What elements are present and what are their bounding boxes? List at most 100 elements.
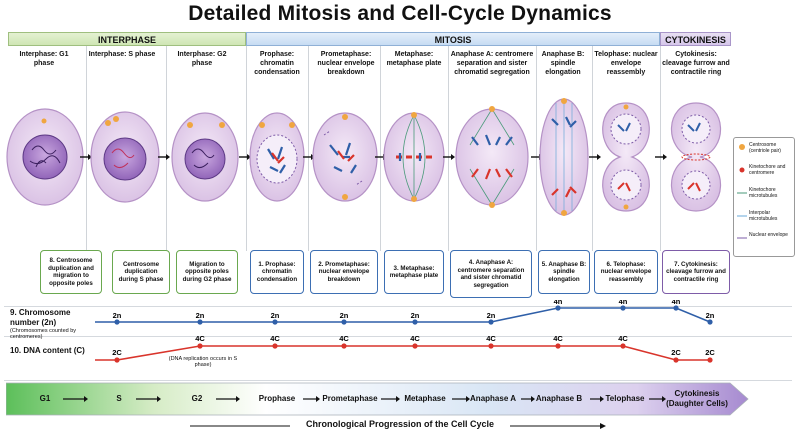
mitosis-band: MITOSIS [246, 32, 660, 46]
dna-note: (DNA replication occurs in S phase) [168, 356, 238, 368]
interphase-band: INTERPHASE [8, 32, 246, 46]
desc-anaphase-a: 4. Anaphase A: centromere separation and… [450, 250, 532, 298]
chromosome-value-label: 2n [196, 311, 205, 320]
desc-anaphase-b: 5. Anaphase B: spindle elongation [538, 250, 590, 294]
cell-prophase [249, 112, 305, 202]
dna-value-label: 2C [705, 348, 715, 357]
stage-title-s: Interphase: S phase [88, 51, 156, 58]
dna-point [412, 343, 418, 349]
dna-point [488, 343, 494, 349]
legend-kinetochore: Kinetochore and centromere [749, 164, 786, 176]
timeline-prometaphase: Prometaphase [322, 394, 378, 403]
chromosome-point [114, 319, 120, 325]
chromosome-value-label: 2n [271, 311, 280, 320]
desc-prophase: 1. Prophase: chromatin condensation [250, 250, 304, 294]
timeline-g2: G2 [191, 394, 203, 403]
chromosome-value-label: 2n [411, 311, 420, 320]
chromosome-value-label: 2n [113, 311, 122, 320]
legend-interpolar-microtubules: Interpolar microtubules [749, 210, 778, 222]
dna-point [197, 343, 203, 349]
stage-title-g2: Interphase: G2 phase [177, 51, 227, 67]
timeline-arrow [6, 382, 749, 416]
chromosome-point [620, 305, 626, 311]
dna-line [95, 345, 710, 361]
chromosome-point [555, 305, 561, 311]
chromosome-value-label: 2n [487, 311, 496, 320]
desc-metaphase: 3. Metaphase: metaphase plate [384, 250, 444, 294]
desc-prometaphase: 2. Prometaphase: nuclear envelope breakd… [310, 250, 378, 294]
chromosome-row-label: 9. Chromosome number (2n) [10, 308, 71, 327]
chromosome-point [272, 319, 278, 325]
desc-cytokinesis: 7. Cytokinesis: cleavage furrow and cont… [662, 250, 730, 294]
cell-g2 [171, 112, 239, 202]
dna-point [272, 343, 278, 349]
dna-value-label: 4C [410, 334, 420, 343]
dna-value-label: 4C [618, 334, 628, 343]
chromosome-point [197, 319, 203, 325]
chromosome-point [707, 319, 713, 325]
dna-value-label: 4C [339, 334, 349, 343]
timeline-anaphase-a: Anaphase A [470, 394, 516, 403]
chromosome-value-label: 2n [706, 311, 715, 320]
dna-point [620, 343, 626, 349]
progression-caption: Chronological Progression of the Cell Cy… [290, 419, 510, 429]
stage-title-anaphase-b: Anaphase B: spindle elongation [541, 51, 585, 76]
timeline-g1: G1 [39, 394, 51, 403]
stage-title-telophase: Telophase: nuclear envelope reassembly [594, 51, 658, 76]
dna-point [673, 357, 679, 363]
page-title: Detailed Mitosis and Cell-Cycle Dynamics [188, 2, 612, 25]
stage-title-metaphase: Metaphase: metaphase plate [386, 51, 442, 67]
stage-title-g1: Interphase: G1 phase [19, 51, 69, 67]
timeline-prophase: Prophase [258, 394, 296, 403]
desc-g1: 8. Centrosome duplication and migration … [40, 250, 102, 294]
dna-point [341, 343, 347, 349]
timeline-s: S [116, 394, 122, 403]
timeline-anaphase-b: Anaphase B [535, 394, 583, 403]
chromosome-value-label: 4n [672, 300, 681, 306]
dna-value-label: 2C [671, 348, 681, 357]
dna-value-label: 4C [270, 334, 280, 343]
dna-point [555, 343, 561, 349]
dna-point [114, 357, 120, 363]
desc-telophase: 6. Telophase: nuclear envelope reassembl… [594, 250, 658, 294]
chromosome-point [341, 319, 347, 325]
chromosome-value-label: 2n [340, 311, 349, 320]
cell-anaphase-b [539, 98, 589, 216]
dna-value-label: 4C [486, 334, 496, 343]
chromosome-value-label: 4n [554, 300, 563, 306]
legend-kinetochore-microtubules: Kinetochore microtubules [749, 187, 778, 199]
stage-title-anaphase-a: Anaphase A: centromere separation and si… [450, 51, 534, 76]
dna-point [707, 357, 713, 363]
dna-row-label: 10. DNA content (C) [10, 346, 85, 355]
cell-g1 [6, 108, 84, 206]
chromosome-point [673, 305, 679, 311]
cell-metaphase [383, 112, 445, 202]
cell-anaphase-a [455, 106, 529, 208]
chromosome-line [95, 307, 711, 323]
legend-centrosome: Centrosome (centriole pair) [749, 142, 781, 154]
chromosome-point [412, 319, 418, 325]
stage-title-cytokinesis: Cytokinesis: cleavage furrow and contrac… [662, 51, 730, 76]
dna-value-label: 4C [553, 334, 563, 343]
cell-telophase [602, 102, 650, 212]
chromosome-row-sub: (Chromosomes counted by centromeres) [10, 328, 77, 340]
stage-title-prometaphase: Prometaphase: nuclear envelope breakdown [317, 51, 375, 76]
cytokinesis-band: CYTOKINESIS [660, 32, 731, 46]
legend-nuclear-envelope: Nuclear envelope [749, 232, 788, 238]
timeline-metaphase: Metaphase [404, 394, 446, 403]
level-graphs: 2n 2n 2n 2n 2n 2n 4n 4n 4n 2n 2C 4C 4C 4C 4C 4C 4C 4C 2C 2C [95, 300, 715, 363]
cell-prometaphase [312, 112, 378, 202]
dna-value-label: 2C [112, 348, 122, 357]
cell-s [90, 111, 160, 203]
timeline-cytokinesis: Cytokinesis (Daughter Cells) [666, 389, 728, 408]
legend: Centrosome (centriole pair) Kinetochore … [733, 137, 795, 257]
stage-title-prophase: Prophase: chromatin condensation [254, 51, 300, 76]
cell-cytokinesis [670, 102, 722, 212]
chromosome-value-label: 4n [619, 300, 628, 306]
desc-g2: Migration to opposite poles during G2 ph… [176, 250, 238, 294]
chromosome-point [488, 319, 494, 325]
timeline-telophase: Telophase [605, 394, 645, 403]
cell-illustrations [6, 98, 722, 216]
dna-value-label: 4C [195, 334, 205, 343]
desc-s: Centrosome duplication during S phase [112, 250, 170, 294]
